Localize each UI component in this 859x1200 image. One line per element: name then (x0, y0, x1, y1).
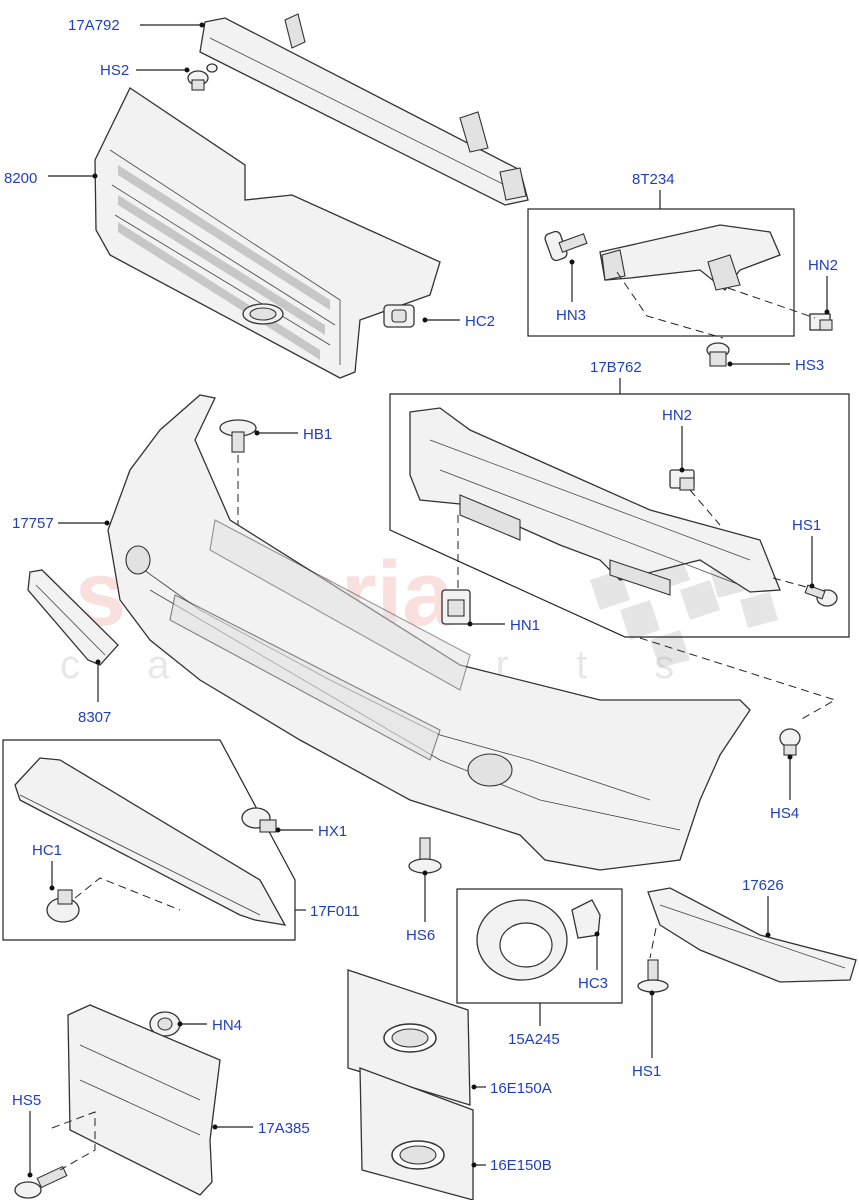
clip-hc3-icon (571, 899, 601, 939)
svg-text:17626: 17626 (742, 877, 784, 894)
lower-support-bracket-17b762 (409, 407, 781, 596)
svg-text:17B762: 17B762 (590, 359, 642, 376)
callout-hc3: HC3 (578, 931, 608, 992)
svg-text:HN3: HN3 (556, 307, 586, 324)
callout-8t234: 8T234 (632, 171, 675, 209)
svg-text:8307: 8307 (78, 709, 111, 726)
screw-hs4-icon (779, 728, 801, 756)
callout-17a792: 17A792 (68, 17, 205, 34)
clip-hc2-icon (383, 304, 415, 328)
callout-16e150b: 16E150B (471, 1157, 552, 1174)
grille-insert-8307 (27, 569, 119, 666)
svg-text:HN4: HN4 (212, 1017, 242, 1034)
clip-hc1-icon (46, 889, 80, 923)
bolt-hn3-icon (544, 230, 588, 262)
callout-hs2: HS2 (100, 62, 190, 79)
svg-text:8T234: 8T234 (632, 171, 675, 188)
svg-text:HS1: HS1 (632, 1063, 661, 1080)
callout-hs5: HS5 (12, 1092, 41, 1178)
svg-text:16E150B: 16E150B (490, 1157, 552, 1174)
callout-hs3: HS3 (727, 357, 824, 374)
callout-8200: 8200 (4, 170, 98, 187)
nut-hn4-icon (149, 1011, 181, 1037)
svg-text:HN2: HN2 (808, 257, 838, 274)
callout-17f011: 17F011 (295, 903, 360, 920)
svg-text:16E150A: 16E150A (490, 1080, 552, 1097)
callout-16e150a: 16E150A (471, 1080, 552, 1097)
screw-hs1-bottom-icon (637, 959, 669, 993)
svg-text:17A792: 17A792 (68, 17, 120, 34)
svg-text:17757: 17757 (12, 515, 54, 532)
bracket-hn1-icon (441, 589, 471, 625)
callout-17a385: 17A385 (212, 1120, 310, 1137)
svg-text:HX1: HX1 (318, 823, 347, 840)
callout-hs1-mid: HS1 (792, 517, 821, 589)
callout-hx1: HX1 (275, 823, 347, 840)
screw-hs2-icon (187, 63, 218, 91)
group-box-17b762 (389, 393, 850, 638)
front-bumper-cover (107, 394, 751, 871)
callout-hs6: HS6 (406, 870, 435, 944)
svg-text:17F011: 17F011 (310, 903, 360, 920)
screw-hs5-icon (14, 1165, 68, 1199)
callout-hn1: HN1 (467, 617, 540, 634)
callout-hs1-bottom: HS1 (632, 990, 661, 1080)
callout-hn2-mid: HN2 (662, 407, 692, 473)
callout-hn4: HN4 (177, 1017, 242, 1034)
callout-hn3: HN3 (556, 259, 586, 324)
svg-text:HS2: HS2 (100, 62, 129, 79)
svg-text:17A385: 17A385 (258, 1120, 310, 1137)
callout-17b762: 17B762 (590, 359, 642, 394)
fog-lamp-bezel-15a245 (476, 899, 568, 981)
svg-text:HC2: HC2 (465, 313, 495, 330)
callout-hc2: HC2 (422, 313, 495, 330)
moulding-17626 (647, 887, 857, 983)
svg-text:HS1: HS1 (792, 517, 821, 534)
svg-text:HC3: HC3 (578, 975, 608, 992)
svg-text:15A245: 15A245 (508, 1031, 560, 1048)
screw-hs1-mid-icon (804, 584, 838, 607)
callout-15a245: 15A245 (508, 1003, 560, 1048)
callout-hn2-top: HN2 (808, 257, 838, 315)
radiator-grille (94, 87, 441, 379)
plate-bracket-17a385 (67, 1004, 221, 1196)
callout-hs4: HS4 (770, 754, 799, 822)
svg-text:8200: 8200 (4, 170, 37, 187)
svg-text:HN1: HN1 (510, 617, 540, 634)
group-box-8t234 (527, 208, 795, 337)
callout-17626: 17626 (742, 877, 784, 938)
nut-hn2-mid-icon (669, 469, 695, 491)
svg-text:HS6: HS6 (406, 927, 435, 944)
number-plate-16e150b (359, 1067, 474, 1200)
svg-text:HN2: HN2 (662, 407, 692, 424)
svg-text:HS4: HS4 (770, 805, 799, 822)
bolt-hb1-icon (219, 419, 257, 453)
svg-text:HS5: HS5 (12, 1092, 41, 1109)
screw-hs3-icon (706, 342, 730, 367)
number-plate-16e150a (347, 969, 471, 1106)
callout-17757: 17757 (12, 515, 110, 532)
svg-text:HB1: HB1 (303, 426, 332, 443)
clip-hx1-icon (241, 807, 277, 833)
svg-text:HS3: HS3 (795, 357, 824, 374)
callout-8307: 8307 (78, 659, 111, 726)
nut-hn2-top-icon (809, 313, 833, 331)
screw-hs6-icon (408, 837, 442, 874)
bracket-8t234 (599, 224, 781, 291)
trim-panel-17f011 (14, 757, 287, 926)
upper-reinforcement-bar (199, 13, 529, 206)
callout-hb1: HB1 (254, 426, 332, 443)
callout-hc1: HC1 (32, 842, 62, 891)
svg-text:HC1: HC1 (32, 842, 62, 859)
